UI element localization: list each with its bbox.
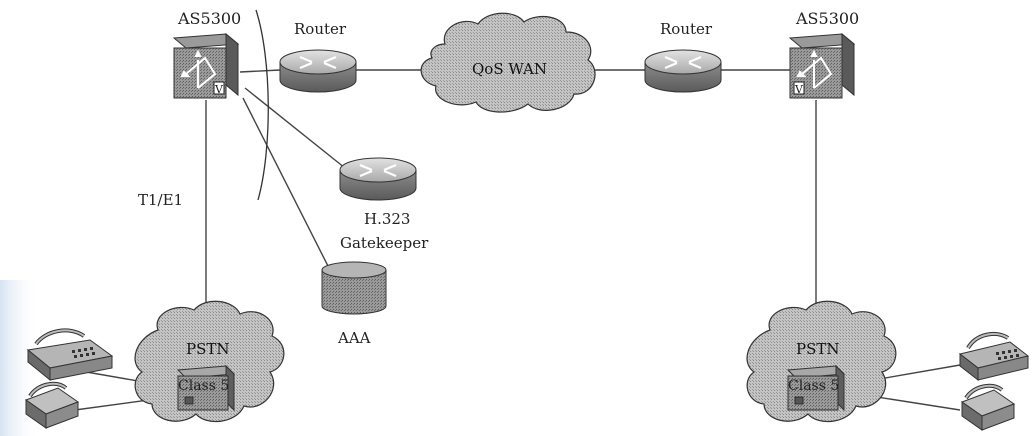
gatekeeper-label-line1: H.323 (364, 210, 410, 228)
fax-machine-right-icon (958, 331, 1030, 382)
telephone-right-icon (960, 383, 1016, 431)
qos-wan-cloud (420, 12, 596, 113)
link-gatekeeper (244, 87, 346, 169)
pstn-right-label: PSTN (796, 340, 840, 358)
router-right-label: Router (660, 20, 713, 38)
router-arrows-icon (299, 55, 337, 70)
t1e1-label: T1/E1 (138, 191, 183, 209)
router-arrows-icon (359, 163, 397, 178)
v-label-left: V (214, 83, 224, 96)
switch-icon (180, 49, 217, 89)
router-arrows-icon (664, 55, 702, 70)
class5-switch-left (176, 364, 236, 412)
link-as5300-left-router-left (239, 69, 281, 73)
qos-wan-label: QoS WAN (472, 60, 547, 78)
boundary-arc (255, 9, 269, 201)
switch-icon (796, 49, 833, 89)
as5300-right: V (788, 32, 856, 99)
gatekeeper-label-line2: Gatekeeper (340, 234, 429, 252)
gatekeeper-router (339, 157, 417, 201)
class5-switch-right (786, 364, 846, 412)
pstn-right-cloud (746, 300, 897, 423)
as5300-left: V (172, 32, 240, 99)
class5-right-label: Class 5 (788, 378, 839, 394)
router-left-label: Router (294, 20, 347, 38)
v-label-right: V (794, 83, 804, 96)
as5300-right-label: AS5300 (795, 9, 859, 28)
router-left (279, 49, 357, 93)
link-aaa (242, 97, 331, 271)
aaa-database (321, 261, 387, 315)
as5300-left-label: AS5300 (177, 9, 241, 28)
class5-left-label: Class 5 (178, 378, 229, 394)
telephone-left-icon (24, 381, 80, 429)
fax-machine-left-icon (26, 328, 114, 382)
aaa-label: AAA (337, 329, 371, 347)
router-right (644, 49, 722, 93)
pstn-left-cloud (134, 300, 285, 423)
pstn-left-label: PSTN (186, 340, 230, 358)
